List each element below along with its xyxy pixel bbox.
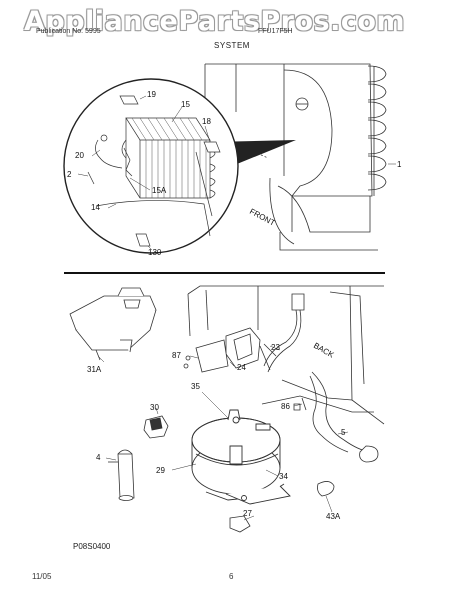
callout-34: 34 — [279, 472, 288, 481]
callout-30: 30 — [150, 403, 159, 412]
callout-20: 20 — [75, 151, 84, 160]
leader-lines-bottom — [97, 345, 349, 521]
relay-overload — [183, 327, 261, 373]
callout-14: 14 — [91, 203, 100, 212]
callout-19: 19 — [147, 90, 156, 99]
callout-15a: 15A — [152, 186, 167, 195]
callout-15: 15 — [181, 100, 190, 109]
callout-23: 23 — [271, 343, 280, 352]
callout-35: 35 — [191, 382, 200, 391]
callout-87: 87 — [172, 351, 181, 360]
footer-date: 11/05 — [32, 572, 52, 581]
leader-lines-top — [77, 95, 396, 251]
callout-4: 4 — [96, 453, 101, 462]
compressor — [191, 409, 291, 505]
back-label: BACK — [312, 341, 336, 360]
evaporator-accessories — [87, 95, 221, 247]
callout-29: 29 — [156, 466, 165, 475]
publication-label: Publication No. 5995 — [36, 28, 101, 35]
callout-1: 1 — [397, 160, 402, 169]
callout-130: 130 — [148, 248, 162, 257]
callout-5: 5 — [341, 428, 346, 437]
figure-code: P08S0400 — [73, 542, 111, 551]
wiring-harness — [259, 293, 379, 463]
callout-31a: 31A — [87, 365, 102, 374]
callout-27: 27 — [243, 509, 252, 518]
evaporator-coil — [121, 117, 216, 199]
footer-page-number: 6 — [229, 572, 234, 581]
callout-2: 2 — [67, 170, 72, 179]
section-title: SYSTEM — [214, 41, 250, 50]
watermark-logo: AppliancePartsPros.com — [24, 6, 406, 37]
callout-86: 86 — [281, 402, 290, 411]
rear-cabinet-outline — [187, 285, 385, 425]
compressor-parts — [108, 403, 335, 533]
callout-43a: 43A — [326, 512, 341, 521]
cabinet-outline — [204, 63, 378, 251]
callout-18: 18 — [202, 117, 211, 126]
detail-magnifier — [63, 78, 296, 254]
rear-condenser-coil — [367, 65, 387, 196]
defrost-drain-pan — [69, 287, 157, 361]
model-number: FFU17F5H — [258, 28, 293, 35]
callout-24: 24 — [237, 363, 246, 372]
